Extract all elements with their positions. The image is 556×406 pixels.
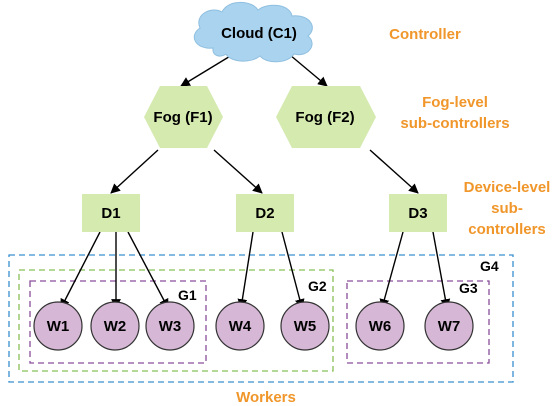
group-g1-box — [29, 280, 207, 364]
worker-w7-circle — [424, 301, 474, 351]
group-g3-box — [346, 280, 490, 364]
group-g1-label: G1 — [178, 287, 197, 303]
group-g4-box — [8, 254, 514, 383]
group-g2-label: G2 — [308, 278, 327, 294]
worker-w5-circle — [280, 301, 330, 351]
worker-w2-label: W2 — [104, 318, 127, 335]
worker-w6-label: W6 — [369, 318, 392, 335]
fog-f1-label: Fog (F1) — [153, 109, 212, 126]
edge-f1-d2 — [213, 149, 263, 194]
cloud-shape — [193, 1, 313, 63]
worker-w1-label: W1 — [47, 318, 70, 335]
edge-f1-d1 — [110, 149, 159, 194]
device-level-label-line1: Device-level — [464, 179, 551, 196]
worker-w1-circle — [33, 301, 83, 351]
edge-d3-w6 — [379, 231, 404, 309]
edge-f2-d3 — [369, 149, 419, 194]
worker-w4-label: W4 — [229, 318, 252, 335]
device-d3-label: D3 — [408, 205, 427, 222]
device-level-label-line2: sub- — [491, 200, 523, 217]
device-level-label-line3: controllers — [468, 221, 546, 238]
edge-c1-f2 — [289, 54, 328, 87]
edge-d1-w1 — [60, 231, 101, 309]
workers-label: Workers — [236, 389, 296, 406]
worker-w7-label: W7 — [438, 318, 461, 335]
group-g4-label: G4 — [480, 258, 499, 274]
edge-d2-w4 — [237, 231, 254, 309]
device-d1-box — [82, 194, 140, 232]
group-g2-box — [18, 269, 334, 372]
fog-level-label-line1: Fog-level — [422, 94, 488, 111]
cloud-label: Cloud (C1) — [221, 25, 297, 42]
fog-level-label-line2: sub-controllers — [400, 115, 509, 132]
device-d2-box — [236, 194, 294, 232]
worker-w2-circle — [90, 301, 140, 351]
group-g3-label: G3 — [459, 280, 478, 296]
controller-label: Controller — [389, 26, 461, 43]
edge-d2-w5 — [281, 231, 305, 309]
fog-f1-hexagon — [144, 86, 223, 148]
device-d3-box — [389, 194, 447, 232]
device-d1-label: D1 — [101, 205, 120, 222]
worker-w6-circle — [355, 301, 405, 351]
worker-w3-circle — [145, 301, 195, 351]
worker-w3-label: W3 — [159, 318, 182, 335]
fog-f2-hexagon — [276, 86, 376, 148]
worker-w4-circle — [215, 301, 265, 351]
device-d2-label: D2 — [255, 205, 274, 222]
edge-d3-w7 — [432, 231, 451, 309]
edge-c1-f1 — [180, 54, 233, 87]
worker-w5-label: W5 — [294, 318, 317, 335]
edge-d1-w3 — [127, 231, 169, 309]
fog-f2-label: Fog (F2) — [295, 109, 354, 126]
